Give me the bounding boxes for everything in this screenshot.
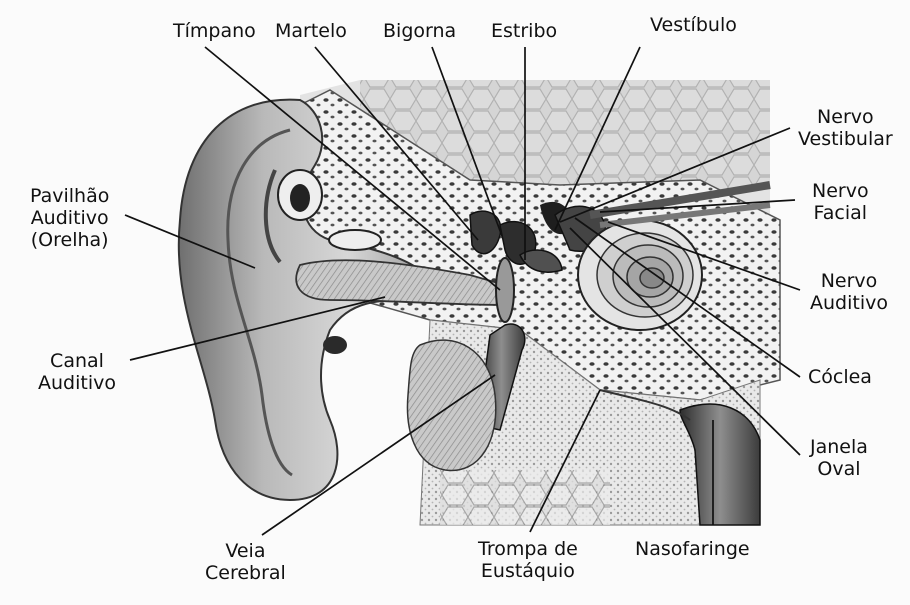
label-veia-cerebral-line1: Veia: [205, 540, 286, 562]
label-bigorna: Bigorna: [383, 20, 456, 42]
label-estribo: Estribo: [491, 20, 557, 42]
label-pavilhao-auditivo: Pavilhão Auditivo (Orelha): [30, 185, 109, 251]
label-nervo-vestibular-line1: Nervo: [798, 106, 893, 128]
label-nervo-vestibular-line2: Vestibular: [798, 128, 893, 150]
label-trompa-line2: Eustáquio: [478, 560, 578, 582]
label-nasofaringe: Nasofaringe: [635, 538, 750, 560]
label-timpano: Tímpano: [173, 20, 256, 42]
label-canal-auditivo-line1: Canal: [38, 350, 116, 372]
label-vestibulo: Vestíbulo: [650, 14, 737, 36]
label-nervo-facial-line2: Facial: [812, 202, 869, 224]
label-trompa: Trompa de Eustáquio: [478, 538, 578, 582]
label-canal-auditivo-line2: Auditivo: [38, 372, 116, 394]
label-nervo-auditivo-line2: Auditivo: [810, 292, 888, 314]
label-trompa-line1: Trompa de: [478, 538, 578, 560]
label-veia-cerebral: Veia Cerebral: [205, 540, 286, 584]
label-janela-oval: Janela Oval: [810, 436, 868, 480]
label-coclea: Cóclea: [808, 366, 872, 388]
label-canal-auditivo: Canal Auditivo: [38, 350, 116, 394]
label-nervo-facial-line1: Nervo: [812, 180, 869, 202]
label-nervo-auditivo: Nervo Auditivo: [810, 270, 888, 314]
label-pavilhao-line1: Pavilhão: [30, 185, 109, 207]
label-veia-cerebral-line2: Cerebral: [205, 562, 286, 584]
label-nervo-auditivo-line1: Nervo: [810, 270, 888, 292]
label-pavilhao-line3: (Orelha): [30, 229, 109, 251]
cochlea-shape: [578, 220, 702, 330]
label-janela-oval-line2: Oval: [810, 458, 868, 480]
label-janela-oval-line1: Janela: [810, 436, 868, 458]
label-nervo-vestibular: Nervo Vestibular: [798, 106, 893, 150]
label-nervo-facial: Nervo Facial: [812, 180, 869, 224]
label-martelo: Martelo: [275, 20, 347, 42]
label-pavilhao-line2: Auditivo: [30, 207, 109, 229]
